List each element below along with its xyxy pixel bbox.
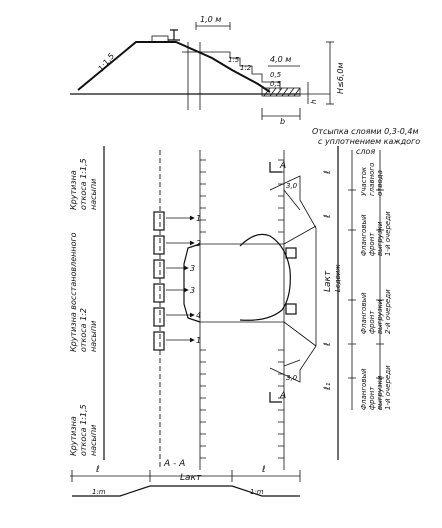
bulldozer-1 xyxy=(285,247,297,259)
legend-d-3: выгрузки xyxy=(376,375,384,410)
dump-truck-2 xyxy=(153,235,165,255)
dump-truck-3 xyxy=(153,259,165,279)
legend-d-2: фронт xyxy=(368,386,376,410)
legend-b-2: фронт xyxy=(368,232,376,256)
num-2: 2 xyxy=(196,239,201,248)
dim-1-0m: 1,0 м xyxy=(200,15,221,24)
dump-truck-4 xyxy=(153,283,165,303)
unload-arrows xyxy=(166,215,195,343)
cross-section xyxy=(70,22,334,120)
left-label-mid-1: Крутизна восстановленного xyxy=(69,232,78,352)
left-label-top-1: Крутизна xyxy=(69,170,78,210)
dim-4-0m: 4,0 м xyxy=(270,55,291,64)
gap-left-edge xyxy=(183,243,201,323)
height-label: H≤6,0м xyxy=(336,63,345,94)
dump-truck-6 xyxy=(153,331,165,351)
benching-steps xyxy=(182,51,281,90)
legend-d-4: 1-й очереди xyxy=(384,365,392,410)
dim-l-akt: Lакт xyxy=(323,270,333,292)
dim-0-5-a: 0,5 xyxy=(270,71,282,79)
left-label-bot-1: Крутизна xyxy=(69,416,78,456)
left-label-top-2: откоса 1:1,5 xyxy=(79,158,88,210)
dim-l1-bottom: ℓ₁ xyxy=(323,382,333,391)
num-3-bottom: 3 xyxy=(190,286,195,295)
num-1-top: 1 xyxy=(196,214,201,223)
outer-slope-label: 1:1,5 xyxy=(96,52,116,74)
legend-a-1: Участок xyxy=(360,166,368,196)
bulldozer-2 xyxy=(285,303,297,315)
note-line-1: Отсыпка слоями 0,3-0,4м xyxy=(312,127,419,136)
section-mark-bottom xyxy=(269,392,282,403)
expansion-outline xyxy=(269,175,317,383)
legend-d-1: Фланговый xyxy=(360,368,368,410)
h-label: h xyxy=(310,100,318,104)
toe-ticks-right xyxy=(278,150,285,470)
legend-c-2: фронт xyxy=(368,310,376,334)
legend-c-3: выгрузки xyxy=(376,299,384,334)
dump-truck-5 xyxy=(153,307,165,327)
section-aa-l-left: ℓ xyxy=(95,465,100,475)
dim-b: b xyxy=(280,117,285,126)
left-label-bot-2: откоса 1:1,5 xyxy=(79,404,88,456)
slope-1-5-label: 1:5 xyxy=(228,56,240,64)
gap-core xyxy=(239,233,291,321)
note-line-3: слоя xyxy=(356,147,375,156)
left-label-mid-3: насыпи xyxy=(89,321,98,352)
plan-view xyxy=(103,146,384,470)
legend-c-1: Фланговый xyxy=(360,292,368,334)
dim-3-0-bottom: 3,0 xyxy=(286,374,298,382)
num-4: 4 xyxy=(196,311,201,320)
num-3-top: 3 xyxy=(190,264,195,273)
dim-l-dual: Lсдвиж xyxy=(334,264,342,292)
left-label-bot-3: насыпи xyxy=(89,425,98,456)
section-aa-title: А - А xyxy=(163,459,185,469)
toe-ticks-left xyxy=(199,150,206,470)
left-label-mid-2: откоса 1:2 xyxy=(79,308,88,352)
dim-l-2: ℓ xyxy=(323,214,333,219)
legend-a-2: главного xyxy=(368,163,376,196)
dim-3-0-top: 3,0 xyxy=(286,182,298,190)
left-label-top-3: насыпи xyxy=(89,179,98,210)
section-a-top: A xyxy=(279,161,286,171)
fill-zone xyxy=(261,87,301,97)
legend-b-1: Фланговый xyxy=(360,214,368,256)
rail-icon xyxy=(168,29,180,41)
track-ballast xyxy=(151,35,169,43)
legend-b-4: 1-й очереди xyxy=(384,211,392,256)
note-line-2: с уплотнением каждого xyxy=(318,137,420,146)
legend-a-3: отвода xyxy=(376,170,384,196)
embankment-profile xyxy=(77,41,271,93)
dim-0-5-b: 0,5 xyxy=(270,80,282,88)
section-aa-l-right: ℓ xyxy=(261,465,266,475)
section-aa-slope-right: 1:m xyxy=(250,488,264,496)
section-mark-top xyxy=(269,162,282,173)
legend-c-4: 2-й очереди xyxy=(384,289,392,334)
dim-l-top: ℓ xyxy=(323,170,333,175)
section-a-bottom: A xyxy=(279,391,286,401)
section-aa-slope-left: 1:m xyxy=(92,488,106,496)
dump-truck-1 xyxy=(153,211,165,231)
dim-l-3: ℓ xyxy=(323,342,333,347)
section-aa-l-akt: Lакт xyxy=(180,473,202,483)
section-aa xyxy=(70,470,301,497)
num-1-bottom: 1 xyxy=(196,336,201,345)
section-aa-profile xyxy=(72,485,300,497)
slope-1-2-label: 1:2 xyxy=(240,64,252,72)
legend-b-3: выгрузки xyxy=(376,221,384,256)
